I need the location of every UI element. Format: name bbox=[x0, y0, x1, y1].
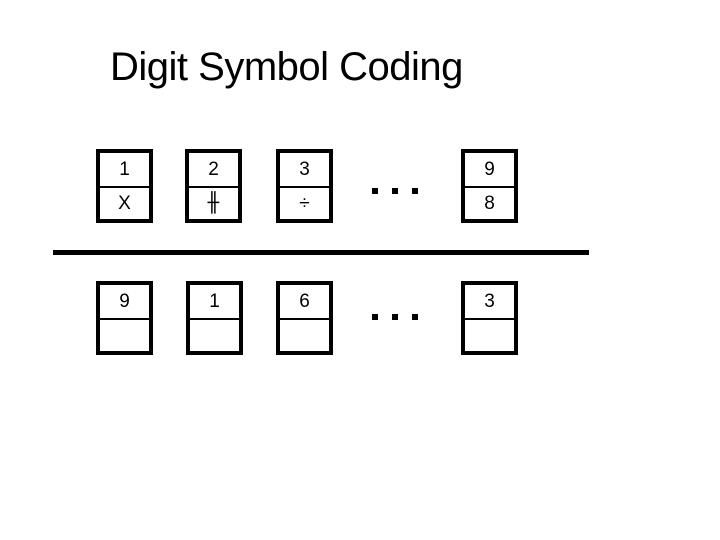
answer-digit: 1 bbox=[190, 285, 239, 320]
ellipsis-dot bbox=[392, 314, 398, 320]
key-box-3: 3 ÷ bbox=[276, 149, 333, 223]
answer-box-2: 1 bbox=[186, 281, 243, 355]
ellipsis-dot bbox=[372, 188, 378, 194]
answer-cell-empty bbox=[280, 320, 329, 351]
key-digit: 2 bbox=[189, 153, 238, 188]
answer-box-1: 9 bbox=[96, 281, 153, 355]
key-box-2: 2 ╫ bbox=[185, 149, 242, 223]
slide-title: Digit Symbol Coding bbox=[110, 45, 463, 89]
answer-digit: 6 bbox=[280, 285, 329, 320]
key-symbol: 8 bbox=[484, 193, 495, 214]
answer-digit: 3 bbox=[465, 285, 514, 320]
answer-digit: 9 bbox=[100, 285, 149, 320]
key-digit: 9 bbox=[465, 153, 514, 188]
key-box-1: 1 X bbox=[96, 149, 153, 223]
divider-line bbox=[53, 250, 589, 255]
ellipsis-dot bbox=[412, 188, 418, 194]
key-digit: 1 bbox=[100, 153, 149, 188]
key-digit: 3 bbox=[280, 153, 329, 188]
answer-cell-empty bbox=[190, 320, 239, 351]
key-symbol: X bbox=[118, 193, 131, 214]
key-symbol: ╫ bbox=[207, 192, 220, 214]
ellipsis-dot bbox=[392, 188, 398, 194]
key-box-9: 9 8 bbox=[461, 149, 518, 223]
answer-cell-empty bbox=[100, 320, 149, 351]
ellipsis-dot bbox=[412, 314, 418, 320]
key-symbol: ÷ bbox=[299, 193, 310, 214]
ellipsis-answer-row bbox=[372, 314, 418, 320]
ellipsis-dot bbox=[372, 314, 378, 320]
answer-box-3: 6 bbox=[276, 281, 333, 355]
ellipsis-key-row bbox=[372, 188, 418, 194]
answer-box-4: 3 bbox=[461, 281, 518, 355]
answer-cell-empty bbox=[465, 320, 514, 351]
